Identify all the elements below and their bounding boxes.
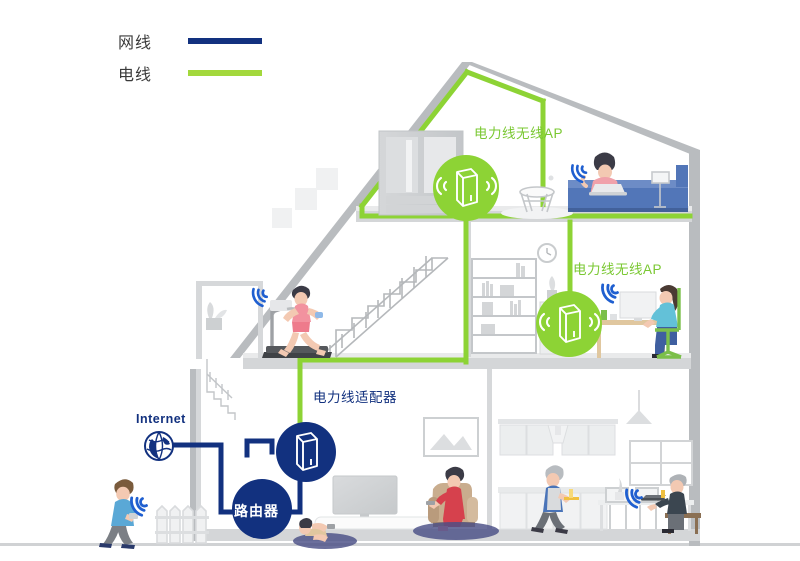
kitchen-dining xyxy=(498,390,701,534)
ground xyxy=(0,543,800,546)
office-chair xyxy=(655,288,682,359)
label-powerline-adapter: 电力线适配器 xyxy=(313,390,397,405)
child-on-floor xyxy=(293,518,357,549)
person-on-bed-with-laptop xyxy=(580,152,627,196)
wifi-icon xyxy=(601,283,619,304)
legend-item-ethernet: 网线 xyxy=(118,28,298,54)
legend-label-ethernet: 网线 xyxy=(118,35,153,52)
man-at-dining-table-laptop xyxy=(641,474,687,533)
label-ap-mid: 电力线无线AP xyxy=(573,262,663,277)
legend-label-powerline: 电线 xyxy=(118,67,153,84)
wifi-icon xyxy=(251,287,268,308)
node-router[interactable] xyxy=(232,479,292,539)
staircase xyxy=(319,256,449,358)
legend-swatch-powerline xyxy=(188,70,262,76)
legend: 网线 电线 xyxy=(118,28,298,92)
bookshelf xyxy=(471,258,537,354)
wifi-icon xyxy=(130,496,148,517)
living-room xyxy=(293,417,499,549)
wifi-icon xyxy=(570,164,588,184)
globe-icon xyxy=(144,431,174,461)
router-node-label: 路由器 xyxy=(234,503,279,519)
plant xyxy=(206,302,227,330)
second-floor xyxy=(206,256,449,420)
wifi-icon xyxy=(625,488,643,509)
man-walking-with-phone xyxy=(99,479,138,549)
front-yard xyxy=(99,479,209,549)
node-ap-top[interactable] xyxy=(433,155,499,221)
label-internet: Internet xyxy=(136,412,186,426)
woman-on-treadmill xyxy=(278,285,326,357)
person-carrying-tray xyxy=(531,465,579,534)
label-ap-top: 电力线无线AP xyxy=(474,126,564,141)
legend-swatch-ethernet xyxy=(188,38,262,44)
legend-item-powerline: 电线 xyxy=(118,60,298,86)
node-powerline-adapter[interactable] xyxy=(276,422,336,482)
node-ap-mid[interactable] xyxy=(536,291,602,357)
